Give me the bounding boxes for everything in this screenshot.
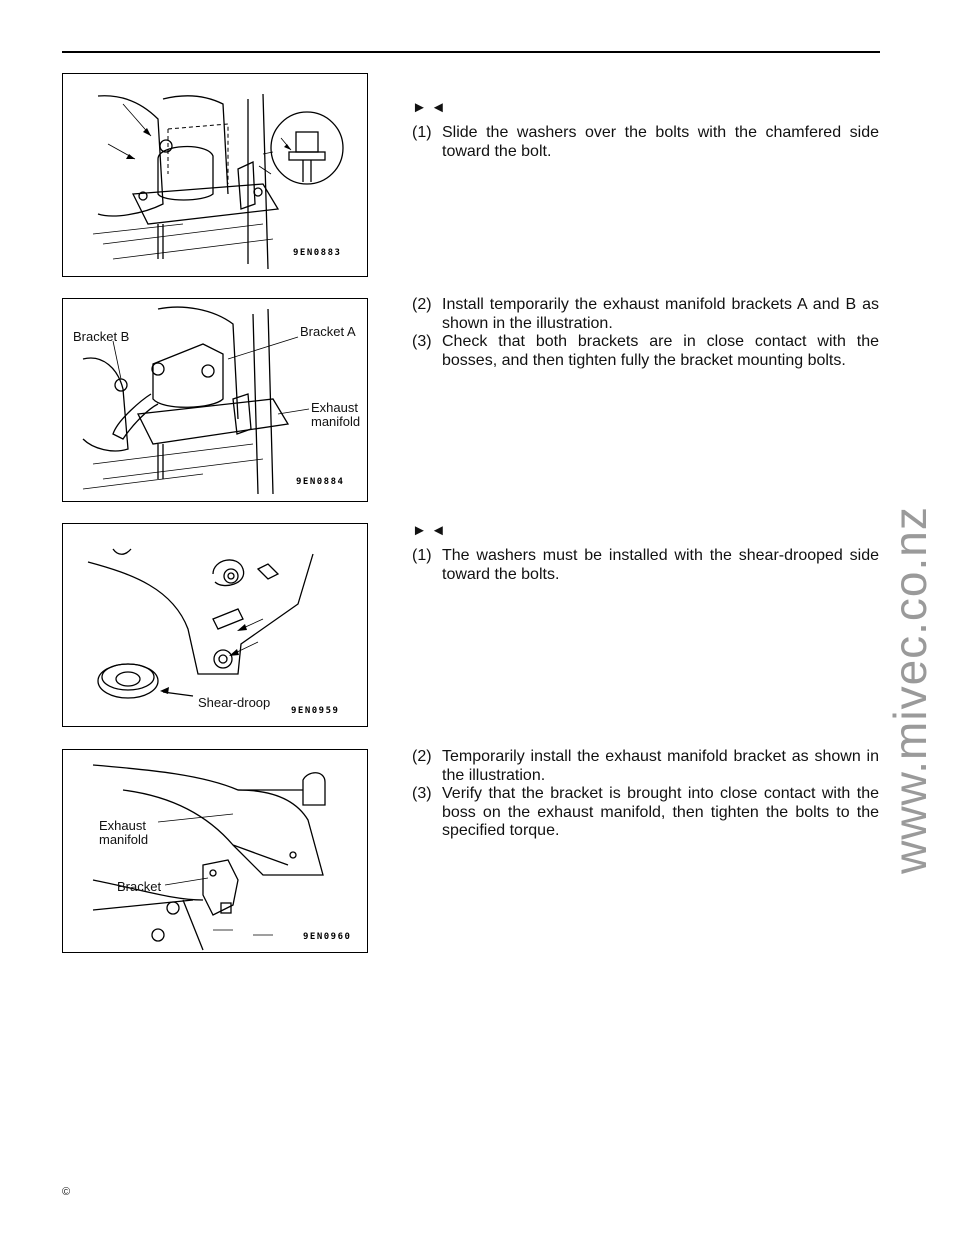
- illustration-manifold-bracket: [92, 764, 326, 951]
- step-list: (1) The washers must be installed with t…: [412, 547, 879, 584]
- step-item: (2) Temporarily install the exhaust mani…: [412, 748, 879, 785]
- step-item: (2) Install temporarily the exhaust mani…: [412, 296, 879, 333]
- triangle-left-icon: ◄: [430, 522, 450, 539]
- callout-bracket-b: Bracket B: [73, 329, 130, 344]
- step-text: Slide the washers over the bolts with th…: [442, 124, 879, 160]
- illustration-shear-droop-washer: [87, 548, 314, 699]
- figure-9en0883: 9EN0883: [62, 73, 368, 277]
- step-number: (2): [412, 748, 432, 765]
- callout-bracket-a: Bracket A: [300, 324, 356, 339]
- step-item: (3) Check that both brackets are in clos…: [412, 333, 879, 370]
- triangle-right-icon: ►: [412, 522, 431, 539]
- illustration-washer-bolts: [92, 93, 344, 270]
- step-number: (2): [412, 296, 432, 313]
- triangle-right-icon: ►: [412, 99, 431, 116]
- step-number: (1): [412, 547, 432, 564]
- step-marker-icons: ►◄: [412, 522, 450, 539]
- callout-exhaust-manifold: Exhaust manifold: [99, 818, 149, 847]
- step-text: Install temporarily the exhaust manifold…: [442, 296, 879, 332]
- figure-9en0960: Exhaust manifold Bracket 9EN0960: [62, 749, 368, 953]
- illustration-brackets: [82, 306, 310, 495]
- figure-9en0884: Bracket B Bracket A Exhaust manifold 9EN…: [62, 298, 368, 502]
- step-item: (1) Slide the washers over the bolts wit…: [412, 124, 879, 161]
- step-list: (2) Install temporarily the exhaust mani…: [412, 296, 879, 370]
- figure-code: 9EN0960: [303, 932, 352, 942]
- step-number: (1): [412, 124, 432, 141]
- copyright-symbol: ©: [62, 1186, 71, 1198]
- step-marker-icons: ►◄: [412, 99, 450, 116]
- step-text: Temporarily install the exhaust manifold…: [442, 748, 879, 784]
- step-text: Verify that the bracket is brought into …: [442, 785, 879, 840]
- figure-9en0959: Shear-droop 9EN0959: [62, 523, 368, 727]
- figure-code: 9EN0883: [293, 248, 342, 258]
- watermark-text: www.mivec.co.nz: [884, 506, 936, 874]
- header-rule: [62, 51, 880, 53]
- step-list: (2) Temporarily install the exhaust mani…: [412, 748, 879, 841]
- step-list: (1) Slide the washers over the bolts wit…: [412, 124, 879, 161]
- step-number: (3): [412, 333, 432, 351]
- step-item: (1) The washers must be installed with t…: [412, 547, 879, 584]
- callout-shear-droop: Shear-droop: [198, 695, 271, 710]
- triangle-left-icon: ◄: [430, 99, 450, 116]
- figure-code: 9EN0959: [291, 706, 340, 716]
- step-item: (3) Verify that the bracket is brought i…: [412, 785, 879, 841]
- step-number: (3): [412, 785, 432, 803]
- step-text: Check that both brackets are in close co…: [442, 333, 879, 369]
- figure-code: 9EN0884: [296, 477, 345, 487]
- step-text: The washers must be installed with the s…: [442, 547, 879, 583]
- callout-bracket: Bracket: [117, 879, 162, 894]
- callout-exhaust-manifold: Exhaust manifold: [311, 400, 361, 429]
